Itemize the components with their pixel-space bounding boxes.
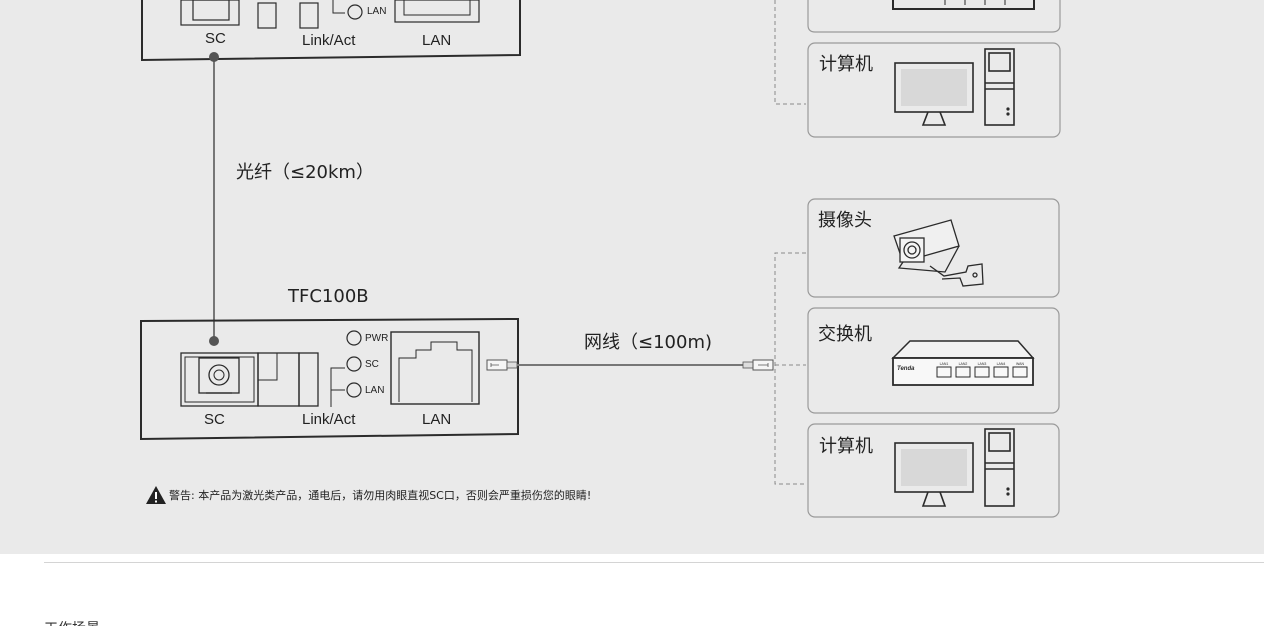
camera-label: 摄像头 bbox=[818, 210, 872, 231]
lan-port-label: LAN bbox=[422, 411, 452, 428]
model-label: TFC100B bbox=[288, 286, 369, 307]
switch-port-label: LAN2 bbox=[959, 362, 968, 366]
top-lan-port bbox=[394, 0, 480, 23]
bottom-lan-port bbox=[390, 331, 480, 405]
led-lan-indicator bbox=[346, 382, 362, 398]
top-computer-box bbox=[807, 42, 1061, 138]
section-divider bbox=[44, 562, 1264, 563]
top-lan-label: LAN bbox=[422, 32, 452, 49]
camera-box bbox=[807, 198, 1060, 298]
network-cable bbox=[486, 359, 774, 371]
top-computer-label: 计算机 bbox=[819, 54, 873, 75]
bottom-dashed-bracket bbox=[774, 252, 806, 485]
top-sc-label: SC bbox=[205, 30, 226, 47]
computer-label: 计算机 bbox=[819, 436, 873, 457]
warning-icon bbox=[146, 486, 166, 504]
computer-icon bbox=[894, 428, 1015, 507]
computer-box bbox=[807, 423, 1060, 518]
led-sc-indicator bbox=[346, 356, 362, 372]
top-link-act-label: Link/Act bbox=[302, 32, 356, 49]
switch-port-label: LAN1 bbox=[940, 362, 949, 366]
top-link-module bbox=[257, 2, 277, 29]
fiber-connector-top bbox=[209, 52, 219, 62]
top-sc-port bbox=[180, 0, 240, 26]
led-pwr-indicator bbox=[346, 330, 362, 346]
led-sc-label: SC bbox=[365, 359, 379, 370]
fiber-connector-bottom bbox=[209, 336, 219, 346]
top-computer-icon bbox=[894, 48, 1015, 126]
switch-port-label: LAN3 bbox=[978, 362, 987, 366]
cable-label: 网线（≤100m) bbox=[584, 332, 712, 353]
switch-label: 交换机 bbox=[818, 324, 872, 345]
next-section-heading: 工作场景 bbox=[44, 618, 100, 626]
link-act-label: Link/Act bbox=[302, 411, 356, 428]
top-switch-box bbox=[807, 0, 1061, 33]
top-converter bbox=[141, 0, 521, 62]
bottom-converter-outline bbox=[140, 317, 519, 441]
network-diagram: Tenda LAN1 LAN2 LAN3 LAN4 WAN bbox=[140, 0, 1061, 518]
switch-brand: Tenda bbox=[897, 366, 915, 372]
top-converter-outline bbox=[141, 0, 521, 62]
warning-text: 警告: 本产品为激光类产品，通电后，请勿用肉眼直视SC口，否则会严重损伤您的眼睛… bbox=[169, 489, 592, 502]
top-led-lan-label: LAN bbox=[367, 6, 387, 17]
switch-box: Tenda LAN1 LAN2 LAN3 LAN4 WAN bbox=[807, 307, 1060, 414]
led-pwr-label: PWR bbox=[365, 333, 389, 344]
switch-port-label: LAN4 bbox=[997, 362, 1006, 366]
led-lan-label: LAN bbox=[365, 385, 385, 396]
switch-port-label: WAN bbox=[1016, 362, 1025, 366]
laser-warning: 警告: 本产品为激光类产品，通电后，请勿用肉眼直视SC口，否则会严重损伤您的眼睛… bbox=[145, 485, 591, 505]
switch-icon: Tenda LAN1 LAN2 LAN3 LAN4 WAN bbox=[891, 340, 1035, 386]
top-led-lan bbox=[347, 4, 363, 20]
fiber-label: 光纤（≤20km） bbox=[236, 162, 374, 183]
sc-port-label: SC bbox=[204, 411, 225, 428]
camera-icon bbox=[893, 219, 984, 287]
top-dashed-bracket bbox=[774, 0, 806, 105]
bottom-converter bbox=[140, 317, 519, 441]
